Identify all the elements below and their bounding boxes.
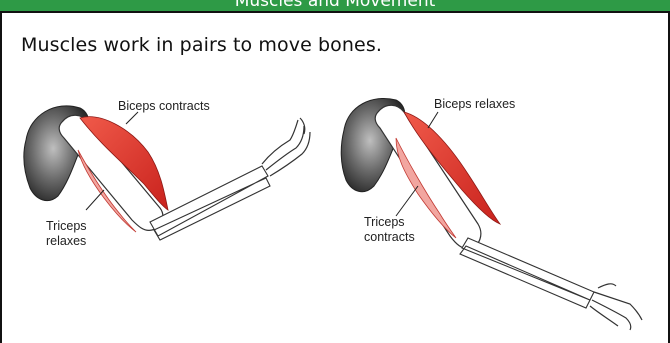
right-hand-bones: [590, 284, 642, 330]
left-triceps-label-line1: Triceps: [46, 219, 87, 233]
right-biceps-label: Biceps relaxes: [434, 97, 515, 111]
right-arm-figure: Biceps relaxes Triceps contracts: [341, 97, 642, 330]
right-triceps-label-line2: contracts: [364, 230, 415, 244]
left-arm-figure: Biceps contracts Triceps relaxes: [24, 99, 310, 248]
left-biceps-leader: [126, 112, 138, 124]
right-triceps-leader: [396, 186, 418, 216]
left-biceps-label: Biceps contracts: [118, 99, 210, 113]
right-forearm-bones: [460, 238, 594, 308]
left-hand-bones: [262, 118, 310, 176]
right-biceps-leader: [428, 112, 438, 128]
left-triceps-leader: [86, 190, 104, 210]
right-triceps-label-line1: Triceps: [364, 215, 405, 229]
left-forearm-bones: [150, 166, 270, 240]
left-triceps-label-line2: relaxes: [46, 234, 86, 248]
